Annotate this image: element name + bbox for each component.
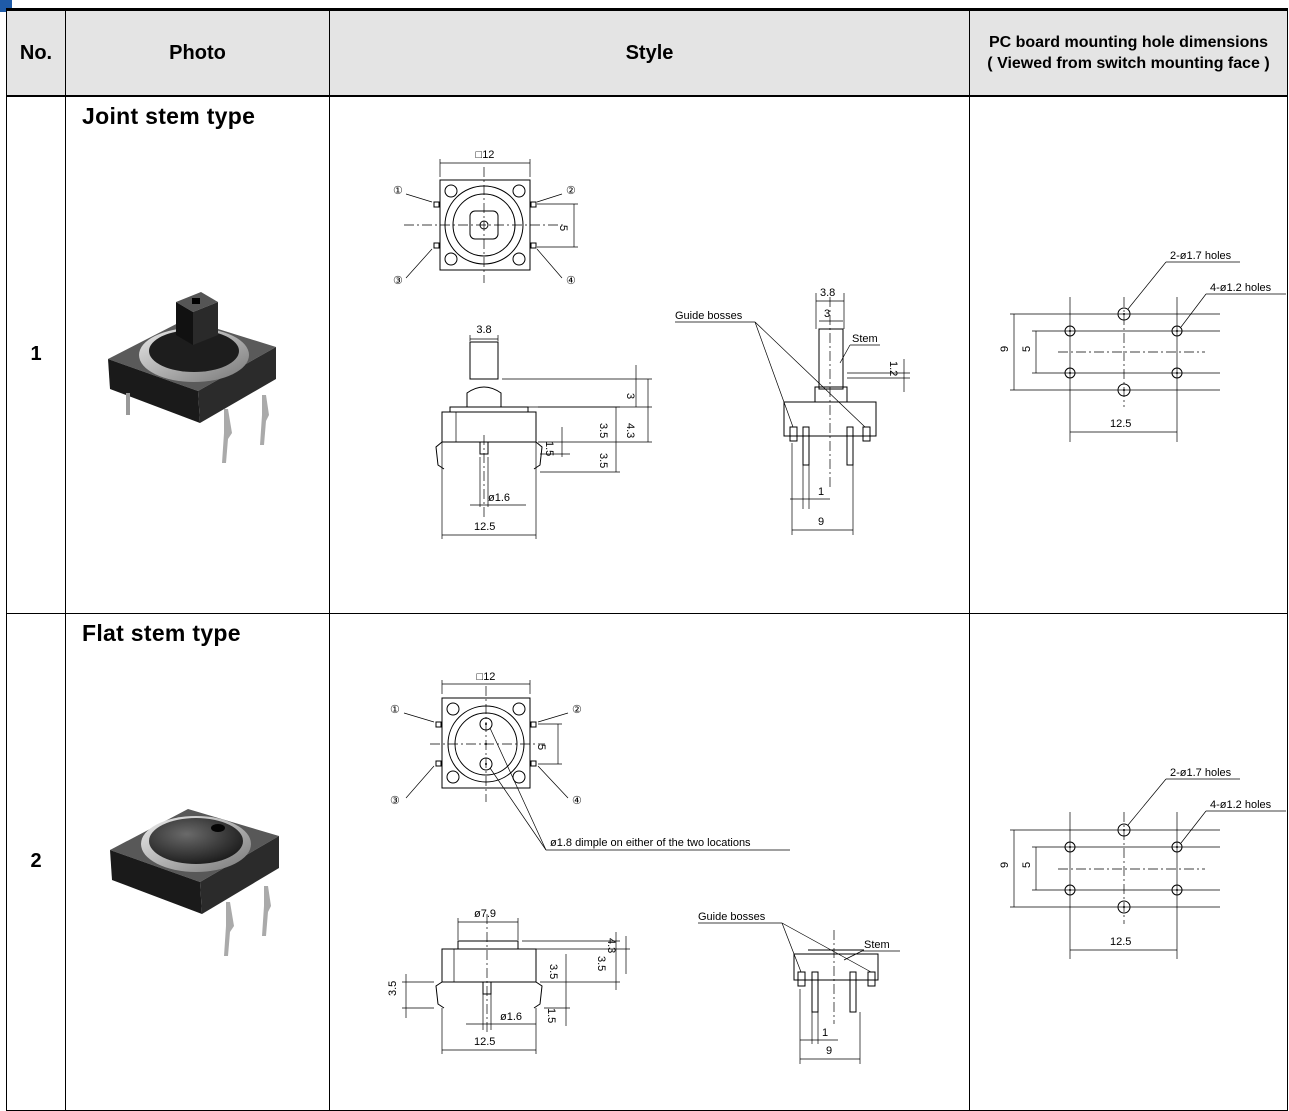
small-holes-label: 4-ø1.2 holes (1210, 799, 1272, 811)
joint-stem-style-drawing: □12 ① ② ③ ④ 5 (393, 149, 910, 539)
dim-5: 5 (557, 225, 569, 231)
table-row: 1 Joint stem type (6, 95, 1288, 614)
side-dim-9: 9 (826, 1045, 832, 1057)
side-dim-1: 1 (822, 1027, 828, 1039)
dim-4-3: 4.3 (605, 938, 617, 953)
pcb-hole-drawing-2: 9 5 12.5 2-ø1.7 holes 4-ø1.2 holes (999, 767, 1286, 959)
side-dim-9: 9 (818, 516, 824, 528)
guide-bosses-label: Guide bosses (698, 911, 766, 923)
front-view: ø7.9 3.5 3.5 4.3 3.5 1.5 (387, 908, 630, 1054)
dim-4-3: 4.3 (624, 423, 636, 438)
dim-3: 3 (624, 393, 636, 399)
side-dim-stem-width: 3.8 (820, 287, 835, 299)
photo-cell: Joint stem type (65, 95, 330, 614)
dim-3-5-right: 3.5 (595, 956, 607, 971)
dim-phi-1-6: ø1.6 (488, 492, 510, 504)
photo-title: Flat stem type (82, 619, 241, 646)
pcb-hole-cell: 9 5 12.5 2-ø1.7 holes 4-ø1.2 holes (969, 612, 1288, 1111)
dim-square: □12 (477, 671, 496, 683)
dim-1-5: 1.5 (545, 1008, 557, 1023)
pin1-label: ① (390, 704, 400, 716)
top-view: □12 ① ② ③ ④ 5 (393, 149, 578, 287)
pcb-dim-9: 9 (999, 861, 1011, 867)
dim-3-5-left: 3.5 (387, 980, 399, 995)
header-no: No. (6, 9, 66, 97)
style-drawing-cell: □12 ① ② ③ ④ 5 ø1.8 dimple on e (329, 612, 970, 1111)
row-number: 2 (6, 612, 66, 1111)
stem-label: Stem (852, 333, 878, 345)
dim-square: □12 (476, 149, 495, 161)
side-view: Guide bosses Stem 1 9 (698, 911, 900, 1064)
style-drawing-cell: □12 ① ② ③ ④ 5 (329, 95, 970, 614)
front-view: 3.8 3 4.3 3.5 3.5 1.5 (435, 324, 652, 539)
pcb-dim-12-5: 12.5 (1110, 936, 1131, 948)
dim-stem-width: 3.8 (476, 324, 491, 336)
flat-stem-switch-photo (110, 808, 279, 956)
dim-12-5: 12.5 (474, 1036, 495, 1048)
photo-title: Joint stem type (82, 103, 256, 129)
small-holes-label: 4-ø1.2 holes (1210, 282, 1272, 294)
header-pcb-line2: ( Viewed from switch mounting face ) (987, 55, 1270, 72)
dim-phi-1-6: ø1.6 (500, 1011, 522, 1023)
dim-phi-7-9: ø7.9 (474, 908, 496, 920)
pin2-label: ② (572, 704, 582, 716)
header-photo: Photo (65, 9, 330, 97)
side-dim-1: 1 (818, 486, 824, 498)
dim-12-5: 12.5 (474, 521, 495, 533)
switch-spec-table: No. Photo Style PC board mounting hole d… (6, 8, 1288, 1111)
joint-stem-switch-photo (108, 292, 276, 463)
dimple-note: ø1.8 dimple on either of the two locatio… (550, 837, 751, 849)
header-pcb-line1: PC board mounting hole dimensions (988, 34, 1269, 51)
pcb-dim-5: 5 (1021, 861, 1033, 867)
flat-stem-style-drawing: □12 ① ② ③ ④ 5 ø1.8 dimple on e (387, 671, 900, 1064)
pcb-dim-9: 9 (999, 346, 1011, 352)
dim-5: 5 (535, 744, 547, 750)
pcb-dim-12-5: 12.5 (1110, 418, 1131, 430)
header-style: Style (329, 9, 970, 97)
pin1-label: ① (393, 185, 403, 197)
row-number: 1 (6, 95, 66, 614)
pin4-label: ④ (572, 795, 582, 807)
pin2-label: ② (566, 185, 576, 197)
stem-label: Stem (864, 939, 890, 951)
pcb-hole-cell: 9 5 12.5 2-ø1.7 holes 4-ø1.2 holes (969, 95, 1288, 614)
side-view: 3.8 3 Stem Guide bosses 1.2 1 (675, 287, 910, 535)
pcb-hole-drawing-1: 9 5 12.5 2-ø1.7 holes 4-ø1.2 holes (999, 250, 1286, 442)
big-holes-label: 2-ø1.7 holes (1170, 250, 1232, 262)
big-holes-label: 2-ø1.7 holes (1170, 767, 1232, 779)
guide-bosses-label: Guide bosses (675, 310, 743, 322)
pin4-label: ④ (566, 275, 576, 287)
table-row: 2 Flat stem type (6, 612, 1288, 1111)
header-pcb: PC board mounting hole dimensions ( View… (969, 9, 1288, 97)
pin3-label: ③ (390, 795, 400, 807)
header-row: No. Photo Style PC board mounting hole d… (6, 9, 1288, 97)
side-dim-3: 3 (824, 308, 830, 320)
side-dim-1-2: 1.2 (887, 361, 899, 376)
dim-3-5a: 3.5 (597, 423, 609, 438)
top-view: □12 ① ② ③ ④ 5 ø1.8 dimple on e (390, 671, 790, 850)
dim-3-5b: 3.5 (597, 453, 609, 468)
pin3-label: ③ (393, 275, 403, 287)
pcb-dim-5: 5 (1021, 346, 1033, 352)
dim-3-5-inner: 3.5 (547, 964, 559, 979)
photo-cell: Flat stem type (65, 612, 330, 1111)
dim-1-5: 1.5 (543, 441, 555, 456)
